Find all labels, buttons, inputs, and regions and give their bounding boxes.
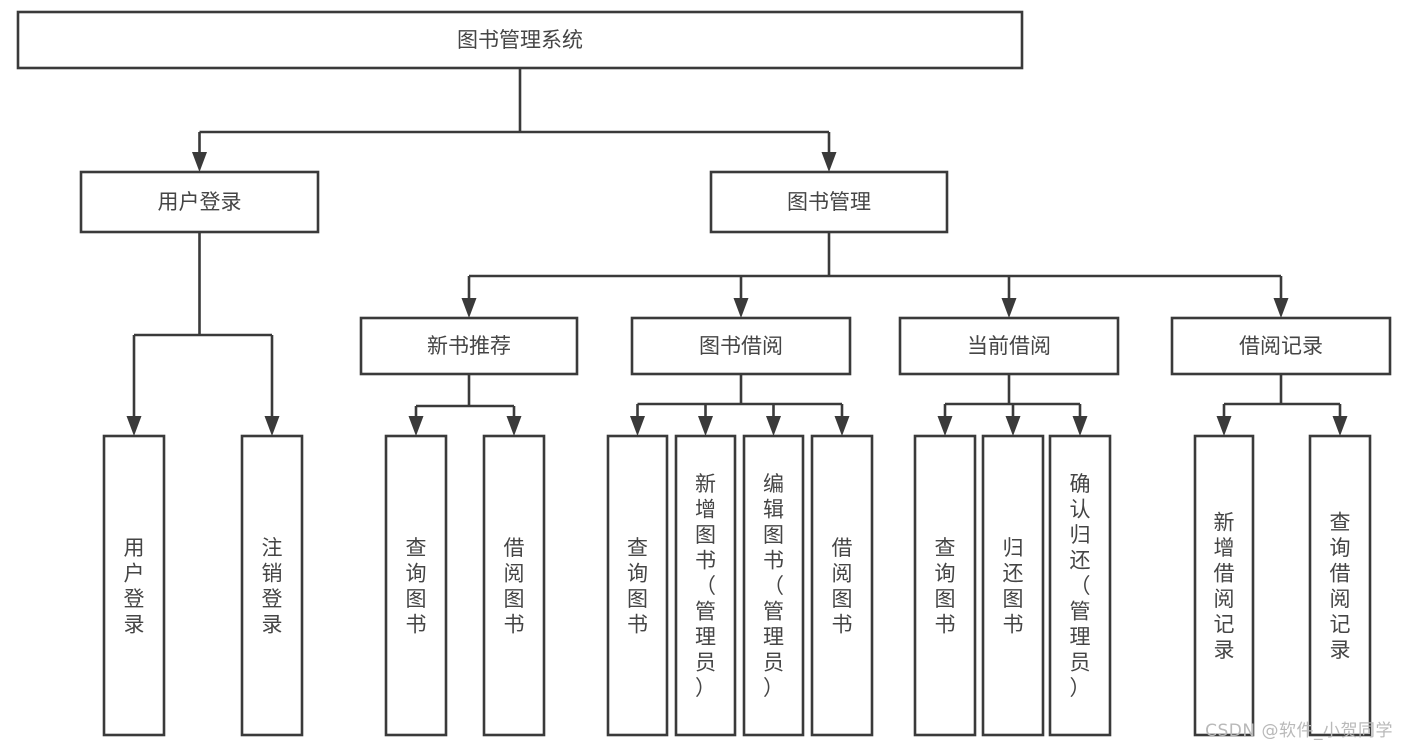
node-box-leaf-return-book[interactable] xyxy=(981,434,1045,737)
connector-group-root xyxy=(192,68,837,172)
node-label-leaf-query-record: 查询借阅记录 xyxy=(1330,510,1351,662)
node-box-leaf-borrow-book-1[interactable] xyxy=(482,434,546,737)
arrow-head-icon xyxy=(834,416,850,436)
node-box-current-borrow[interactable] xyxy=(898,316,1120,376)
node-label-leaf-borrow-book-1: 借阅图书 xyxy=(504,536,525,637)
node-label-user-login: 用户登录 xyxy=(158,190,242,214)
node-box-book-borrow[interactable] xyxy=(630,316,852,376)
node-book-borrow[interactable]: 图书借阅 xyxy=(630,316,852,376)
node-box-leaf-add-record[interactable] xyxy=(1193,434,1255,737)
connector-layer xyxy=(126,68,1348,436)
connector-group-borrow-record xyxy=(1216,374,1348,436)
node-leaf-borrow-book-1[interactable]: 借阅图书 xyxy=(482,434,546,737)
node-new-book-rec[interactable]: 新书推荐 xyxy=(359,316,579,376)
arrow-head-icon xyxy=(1001,298,1017,318)
node-box-leaf-query-record[interactable] xyxy=(1308,434,1372,737)
node-leaf-logout[interactable]: 注销登录 xyxy=(240,434,304,737)
node-box-new-book-rec[interactable] xyxy=(359,316,579,376)
node-box-borrow-record[interactable] xyxy=(1170,316,1392,376)
connector-group-book-borrow xyxy=(630,374,850,436)
arrow-head-icon xyxy=(461,298,477,318)
arrow-head-icon xyxy=(821,152,837,172)
node-label-leaf-query-book-2: 查询图书 xyxy=(627,536,648,637)
node-box-leaf-confirm-return[interactable] xyxy=(1048,434,1112,737)
node-label-root: 图书管理系统 xyxy=(457,28,583,52)
arrow-head-icon xyxy=(733,298,749,318)
arrow-head-icon xyxy=(698,416,713,436)
node-leaf-query-record[interactable]: 查询借阅记录 xyxy=(1308,434,1372,737)
arrow-head-icon xyxy=(1216,416,1232,436)
node-box-book-manage[interactable] xyxy=(709,170,949,234)
arrow-head-icon xyxy=(192,152,207,172)
arrow-head-icon xyxy=(126,416,142,436)
node-box-leaf-edit-book[interactable] xyxy=(742,434,805,737)
node-box-user-login[interactable] xyxy=(79,170,320,234)
node-box-leaf-borrow-book-2[interactable] xyxy=(810,434,874,737)
connector-group-current-borrow xyxy=(937,374,1088,436)
node-label-new-book-rec: 新书推荐 xyxy=(427,334,511,358)
arrow-head-icon xyxy=(408,416,424,436)
node-label-leaf-confirm-return: 确认归还（管理员） xyxy=(1070,472,1091,700)
node-leaf-borrow-book-2[interactable]: 借阅图书 xyxy=(810,434,874,737)
node-box-leaf-query-book-3[interactable] xyxy=(913,434,977,737)
node-user-login[interactable]: 用户登录 xyxy=(79,170,320,234)
node-label-leaf-borrow-book-2: 借阅图书 xyxy=(832,536,853,637)
node-leaf-edit-book[interactable]: 编辑图书（管理员） xyxy=(742,434,805,737)
node-label-leaf-query-book-3: 查询图书 xyxy=(935,536,956,637)
node-box-leaf-logout[interactable] xyxy=(240,434,304,737)
node-label-leaf-return-book: 归还图书 xyxy=(1003,536,1024,637)
node-book-manage[interactable]: 图书管理 xyxy=(709,170,949,234)
arrow-head-icon xyxy=(264,416,280,436)
node-label-leaf-add-book: 新增图书（管理员） xyxy=(695,472,716,700)
node-label-current-borrow: 当前借阅 xyxy=(967,334,1051,358)
arrow-head-icon xyxy=(1332,416,1348,436)
node-leaf-query-book-2[interactable]: 查询图书 xyxy=(606,434,669,737)
node-leaf-confirm-return[interactable]: 确认归还（管理员） xyxy=(1048,434,1112,737)
arrow-head-icon xyxy=(1005,416,1021,436)
node-label-leaf-user-login: 用户登录 xyxy=(124,536,145,637)
node-label-book-manage: 图书管理 xyxy=(787,190,871,214)
node-leaf-add-record[interactable]: 新增借阅记录 xyxy=(1193,434,1255,737)
node-label-leaf-edit-book: 编辑图书（管理员） xyxy=(763,472,784,700)
arrow-head-icon xyxy=(766,416,781,436)
node-leaf-user-login[interactable]: 用户登录 xyxy=(102,434,166,737)
node-layer: 图书管理系统用户登录图书管理新书推荐图书借阅当前借阅借阅记录用户登录注销登录查询… xyxy=(16,10,1392,737)
node-label-leaf-logout: 注销登录 xyxy=(262,536,283,637)
connector-group-user-login xyxy=(126,232,280,436)
node-leaf-return-book[interactable]: 归还图书 xyxy=(981,434,1045,737)
node-label-borrow-record: 借阅记录 xyxy=(1239,334,1323,358)
arrow-head-icon xyxy=(506,416,522,436)
node-label-leaf-add-record: 新增借阅记录 xyxy=(1214,510,1235,662)
node-root[interactable]: 图书管理系统 xyxy=(16,10,1024,70)
node-leaf-query-book-3[interactable]: 查询图书 xyxy=(913,434,977,737)
connector-group-new-book-rec xyxy=(408,374,522,436)
node-box-leaf-query-book-2[interactable] xyxy=(606,434,669,737)
arrow-head-icon xyxy=(630,416,645,436)
node-label-book-borrow: 图书借阅 xyxy=(699,334,783,358)
arrow-head-icon xyxy=(1273,298,1289,318)
node-box-leaf-query-book-1[interactable] xyxy=(384,434,448,737)
connector-group-book-manage xyxy=(461,232,1289,318)
node-borrow-record[interactable]: 借阅记录 xyxy=(1170,316,1392,376)
arrow-head-icon xyxy=(937,416,953,436)
node-leaf-add-book[interactable]: 新增图书（管理员） xyxy=(674,434,737,737)
node-label-leaf-query-book-1: 查询图书 xyxy=(406,536,427,637)
node-leaf-query-book-1[interactable]: 查询图书 xyxy=(384,434,448,737)
node-box-root[interactable] xyxy=(16,10,1024,70)
node-current-borrow[interactable]: 当前借阅 xyxy=(898,316,1120,376)
node-box-leaf-user-login[interactable] xyxy=(102,434,166,737)
arrow-head-icon xyxy=(1072,416,1088,436)
node-box-leaf-add-book[interactable] xyxy=(674,434,737,737)
